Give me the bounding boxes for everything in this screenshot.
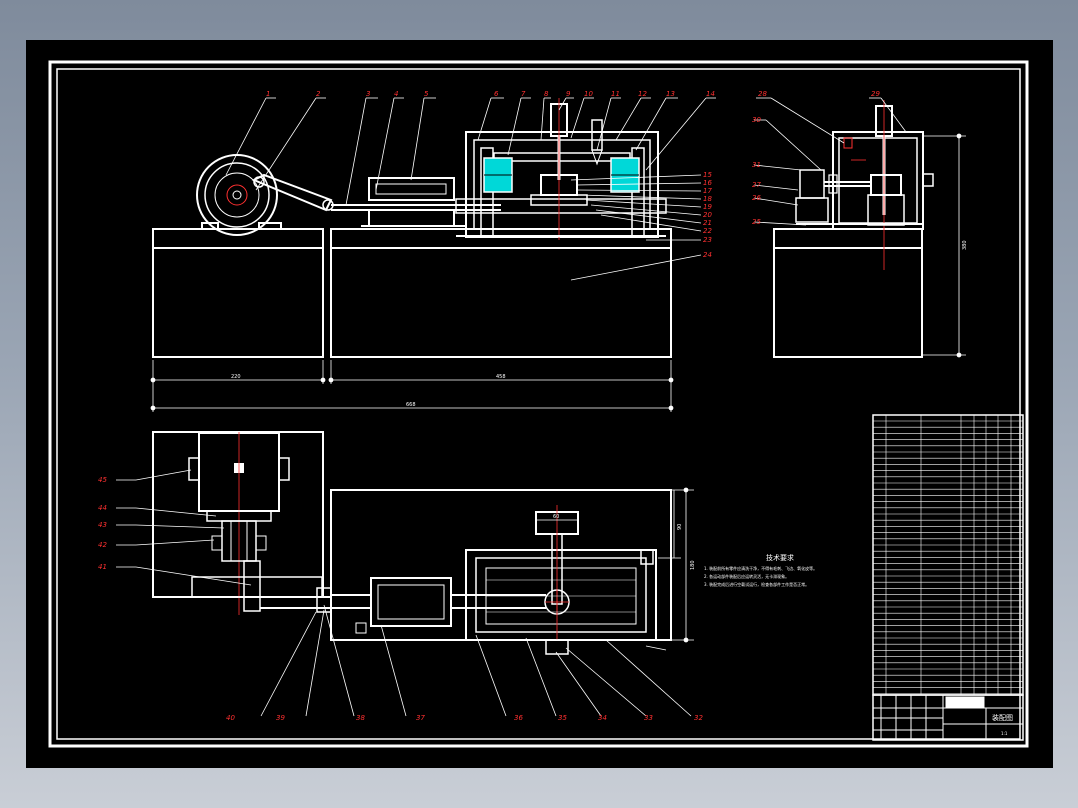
- svg-text:11: 11: [611, 90, 620, 98]
- top-view-leaders: [116, 469, 692, 717]
- dim-right: 458: [496, 374, 506, 380]
- side-label-29: 29: [871, 90, 880, 98]
- crank-link-icon: [251, 173, 501, 212]
- top-dim-width: 90: [677, 524, 683, 530]
- top-dim-top: 60: [553, 514, 559, 520]
- drawing-name: 装配图: [992, 713, 1013, 722]
- svg-text:1: 1: [266, 90, 270, 98]
- side-label-26: 26: [752, 194, 761, 202]
- drawing-sheet: 1 2 3 4 5 6 7 8 9 10 11 12 13 14 15 16 1…: [26, 40, 1053, 768]
- svg-text:16: 16: [703, 179, 712, 187]
- top-label-33: 33: [644, 714, 653, 722]
- side-label-25: 25: [752, 218, 761, 226]
- svg-text:4: 4: [394, 90, 398, 98]
- top-label-38: 38: [356, 714, 365, 722]
- svg-text:10: 10: [584, 90, 593, 98]
- top-label-42: 42: [98, 541, 107, 549]
- parts-list-table: [872, 414, 1024, 696]
- motor-pulley-icon: [196, 154, 282, 236]
- cad-drawing: 1 2 3 4 5 6 7 8 9 10 11 12 13 14 15 16 1…: [48, 60, 1029, 748]
- side-dim: 380: [962, 240, 968, 250]
- svg-text:20: 20: [703, 211, 712, 219]
- svg-text:2. 各运动部件装配后应运转灵活，无卡滞现象。: 2. 各运动部件装配后应运转灵活，无卡滞现象。: [704, 573, 789, 579]
- svg-text:24: 24: [703, 251, 712, 259]
- cylinder-icon: [486, 579, 636, 613]
- title-block: [872, 694, 1024, 741]
- svg-text:7: 7: [521, 90, 526, 98]
- top-label-32: 32: [694, 714, 703, 722]
- svg-text:13: 13: [666, 90, 675, 98]
- top-label-34: 34: [598, 714, 607, 722]
- svg-text:17: 17: [703, 187, 712, 195]
- top-view: [152, 431, 672, 655]
- front-view: [152, 98, 672, 358]
- svg-text:3. 装配完成后进行空载试运行，检查各部件工作是否正常。: 3. 装配完成后进行空载试运行，检查各部件工作是否正常。: [704, 581, 809, 587]
- top-dim-height: 180: [690, 560, 696, 570]
- svg-text:21: 21: [703, 219, 712, 227]
- front-view-dimensions: [150, 360, 674, 412]
- front-view-top-labels: 1 2 3 4 5 6 7 8 9 10 11 12 13 14: [266, 90, 715, 98]
- top-label-41: 41: [98, 563, 107, 571]
- top-label-40: 40: [226, 714, 235, 722]
- svg-text:9: 9: [566, 90, 571, 98]
- svg-text:3: 3: [366, 90, 370, 98]
- outer-frame: [48, 60, 1029, 748]
- top-label-37: 37: [416, 714, 425, 722]
- svg-text:18: 18: [703, 195, 712, 203]
- svg-text:5: 5: [424, 90, 429, 98]
- side-label-27: 27: [752, 181, 761, 189]
- svg-text:6: 6: [494, 90, 499, 98]
- inner-frame: [56, 68, 1021, 740]
- technical-notes: 技术要求 1. 装配前所有零件应清洗干净，不得有毛刺、飞边、氧化皮等。 2. 各…: [704, 553, 817, 587]
- side-view: [773, 100, 934, 358]
- top-label-35: 35: [558, 714, 567, 722]
- svg-text:14: 14: [706, 90, 715, 98]
- front-view-side-labels: 15 16 17 18 19 20 21 22 23 24: [703, 171, 712, 259]
- dim-total: 668: [406, 402, 416, 408]
- front-view-leaders: [225, 97, 716, 281]
- svg-text:1. 装配前所有零件应清洗干净，不得有毛刺、飞边、氧化皮等。: 1. 装配前所有零件应清洗干净，不得有毛刺、飞边、氧化皮等。: [704, 565, 817, 571]
- svg-text:22: 22: [703, 227, 712, 235]
- svg-text:19: 19: [703, 203, 712, 211]
- top-label-44: 44: [98, 504, 107, 512]
- top-label-45: 45: [98, 476, 107, 484]
- svg-text:15: 15: [703, 171, 712, 179]
- svg-text:8: 8: [544, 90, 549, 98]
- side-label-28: 28: [758, 90, 767, 98]
- side-label-30: 30: [752, 116, 761, 124]
- svg-text:技术要求: 技术要求: [766, 553, 794, 562]
- drawing-scale: 1:1: [1001, 731, 1008, 736]
- side-view-leaders: [753, 97, 907, 226]
- side-view-dimension: [922, 133, 966, 358]
- top-label-36: 36: [514, 714, 523, 722]
- top-label-43: 43: [98, 521, 107, 529]
- top-label-39: 39: [276, 714, 285, 722]
- top-view-dimensions: [536, 487, 694, 651]
- svg-text:2: 2: [316, 90, 321, 98]
- svg-text:23: 23: [703, 236, 712, 244]
- dim-left: 220: [231, 374, 241, 380]
- side-label-31: 31: [752, 161, 761, 169]
- svg-text:12: 12: [638, 90, 647, 98]
